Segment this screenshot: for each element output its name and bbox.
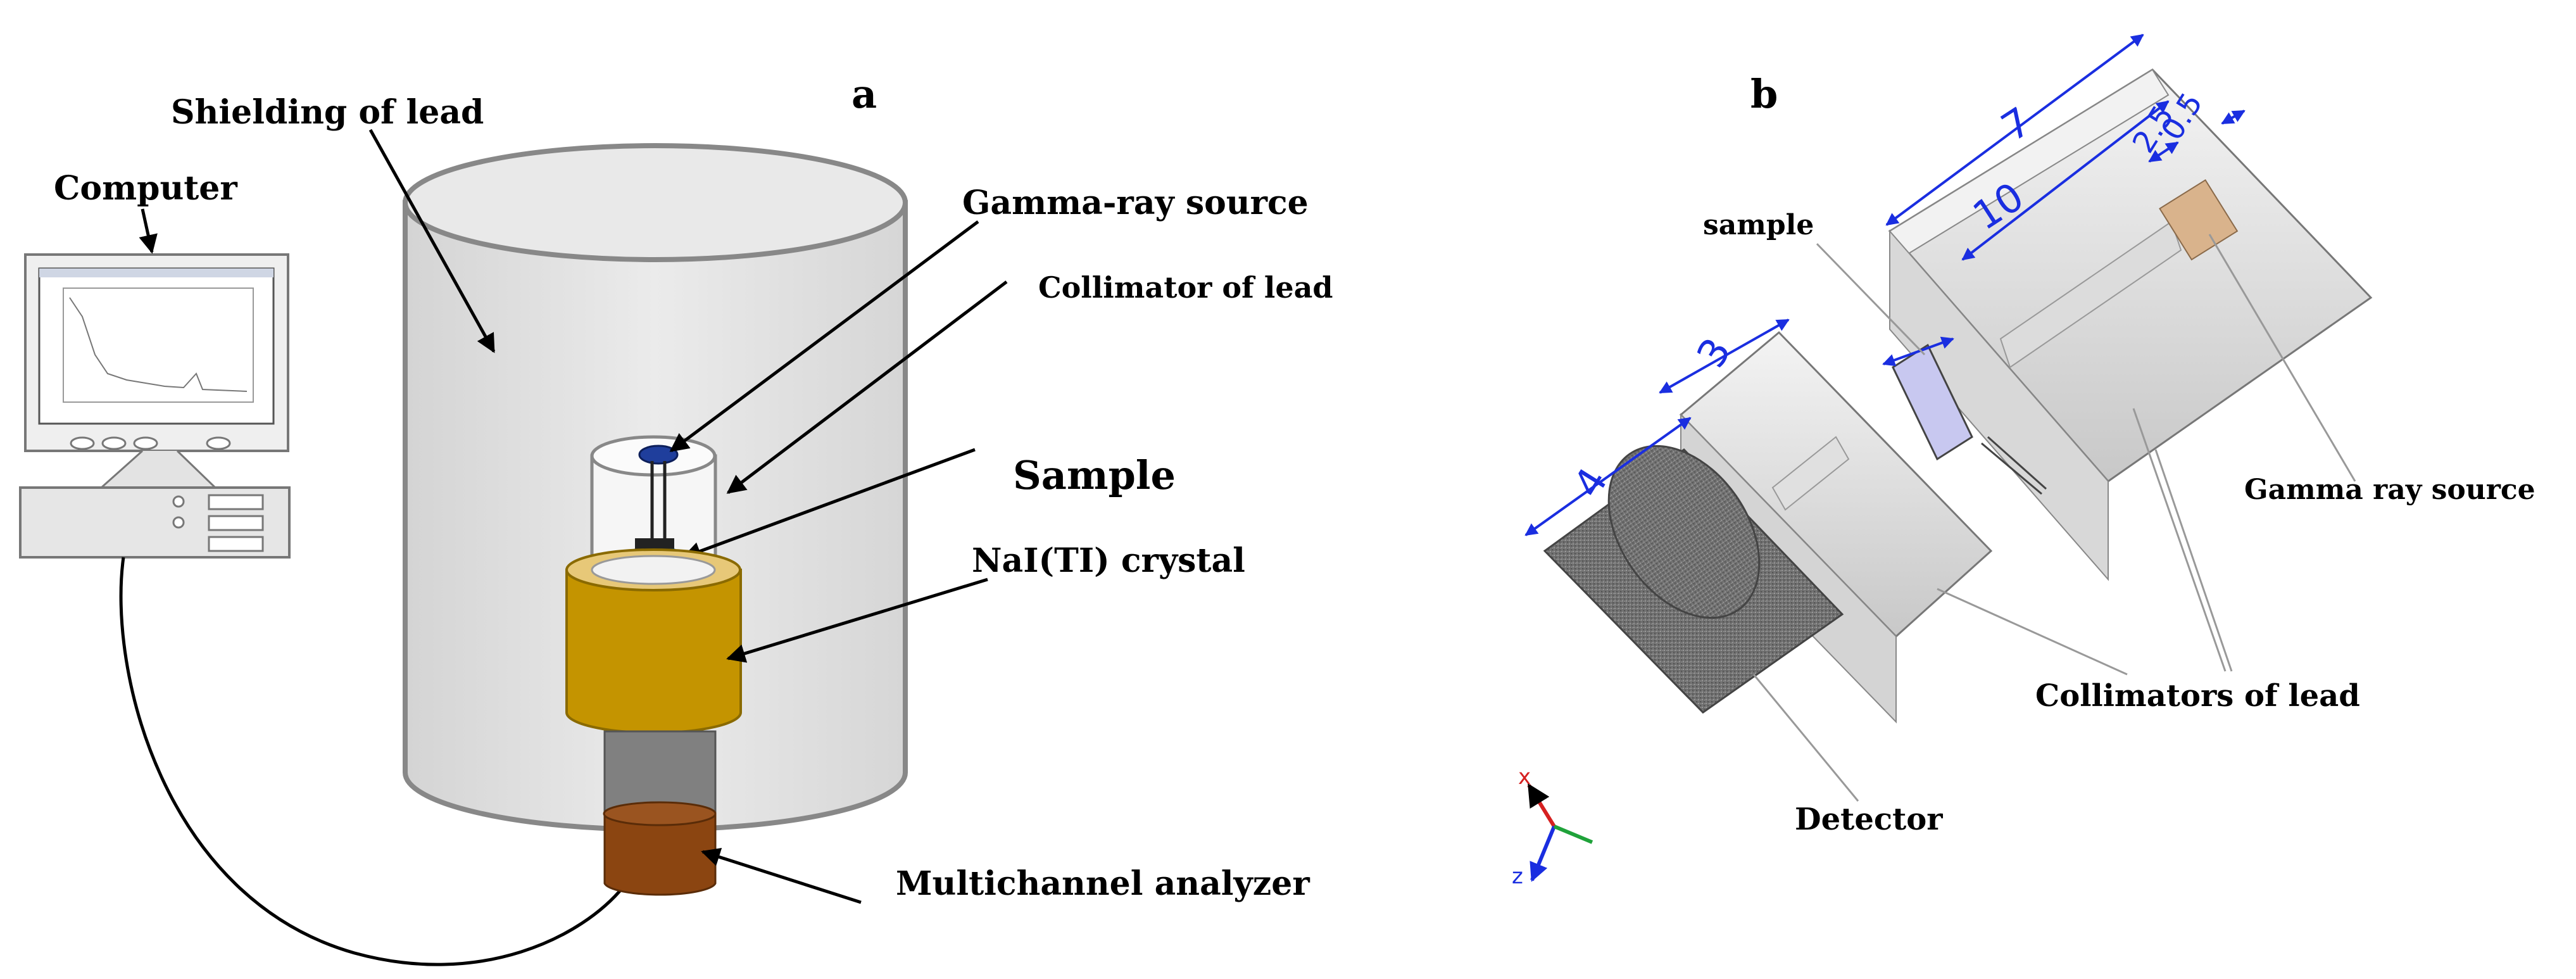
b-gamma-source-label: Gamma ray source [2244, 474, 2535, 506]
shielding-label: Shielding of lead [171, 93, 484, 132]
collimator-label: Collimator of lead [1038, 270, 1333, 305]
axis-triad [1527, 783, 1593, 882]
panel-b: b [1512, 34, 2535, 889]
gamma-source-label: Gamma-ray source [962, 184, 1309, 222]
gamma-source [638, 445, 679, 538]
b-detector-label: Detector [1795, 802, 1943, 837]
dim-3: 3 [1688, 330, 1740, 376]
sample-label: Sample [1013, 452, 1176, 498]
panel-a: a Computer Shieldi [19, 71, 1333, 966]
b-sample-label: sample [1703, 209, 1814, 241]
axis-z-label: z [1512, 864, 1523, 889]
computer-cable [119, 557, 625, 966]
nai-crystal [565, 548, 742, 735]
computer-icon [19, 253, 291, 559]
multichannel-analyzer [603, 801, 717, 896]
dimensions [1524, 34, 2246, 536]
crystal-label: NaI(TI) crystal [972, 541, 1245, 580]
axis-x-label: x [1518, 764, 1531, 790]
computer-label: Computer [54, 169, 237, 208]
analyzer-label: Multichannel analyzer [896, 864, 1310, 903]
panel-a-label: a [851, 71, 877, 117]
b-collimators-label: Collimators of lead [2035, 678, 2360, 714]
panel-b-label: b [1750, 71, 1778, 117]
photomultiplier [603, 730, 717, 815]
